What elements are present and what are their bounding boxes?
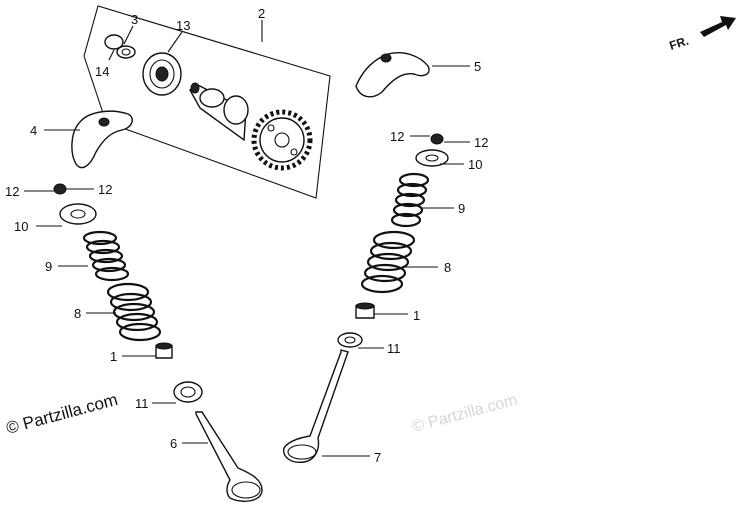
watermark-main: © Partzilla.com <box>4 390 120 438</box>
camshaft-bearing <box>142 52 182 96</box>
callout-6: 6 <box>170 436 177 451</box>
right-inner-spring <box>390 172 430 228</box>
callout-11-left: 11 <box>135 396 149 411</box>
camshaft-clip-seal <box>104 34 136 59</box>
callout-9-right: 9 <box>458 201 465 216</box>
callout-8-left: 8 <box>74 306 81 321</box>
callout-1-left: 1 <box>110 349 117 364</box>
rocker-arm-left <box>71 110 133 169</box>
front-direction-arrow: FR. <box>668 16 736 53</box>
left-valve-guide-ring <box>173 381 203 403</box>
front-direction-label: FR. <box>668 34 691 53</box>
callout-14: 14 <box>95 64 109 79</box>
callout-7: 7 <box>374 450 381 465</box>
callout-13: 13 <box>176 18 190 33</box>
valve-exhaust <box>283 349 349 463</box>
callout-12-right-b: 12 <box>474 135 488 150</box>
callout-12-left-a: 12 <box>5 184 19 199</box>
callout-3: 3 <box>131 12 138 27</box>
callouts: 1 1 2 3 4 5 6 7 8 8 9 9 10 10 11 11 12 1… <box>5 6 488 465</box>
camshaft <box>189 82 313 171</box>
valve-intake <box>195 411 263 502</box>
arrow-icon <box>700 16 736 37</box>
callout-1-right: 1 <box>413 308 420 323</box>
watermark-faint: © Partzilla.com <box>411 392 520 436</box>
right-outer-spring <box>360 230 416 294</box>
rocker-arm-right <box>355 52 430 98</box>
callout-9-left: 9 <box>45 259 52 274</box>
right-valve-guide-ring <box>337 332 363 348</box>
right-valve-cotter <box>430 133 444 145</box>
callout-12-right-a: 12 <box>390 129 404 144</box>
callout-12-left-b: 12 <box>98 182 112 197</box>
right-valve-retainer <box>415 149 449 167</box>
left-valve-retainer <box>59 203 97 225</box>
callout-10-right: 10 <box>468 157 482 172</box>
callout-8-right: 8 <box>444 260 451 275</box>
callout-2: 2 <box>258 6 265 21</box>
left-outer-spring <box>106 282 162 342</box>
left-valve-assembly <box>53 183 263 502</box>
callout-5: 5 <box>474 59 481 74</box>
callout-11-right: 11 <box>387 341 401 356</box>
callout-10-left: 10 <box>14 219 28 234</box>
callout-4: 4 <box>30 123 37 138</box>
left-inner-spring <box>82 230 130 282</box>
left-valve-cotter <box>53 183 67 195</box>
right-valve-assembly <box>283 133 449 463</box>
leader-lines <box>24 20 470 457</box>
